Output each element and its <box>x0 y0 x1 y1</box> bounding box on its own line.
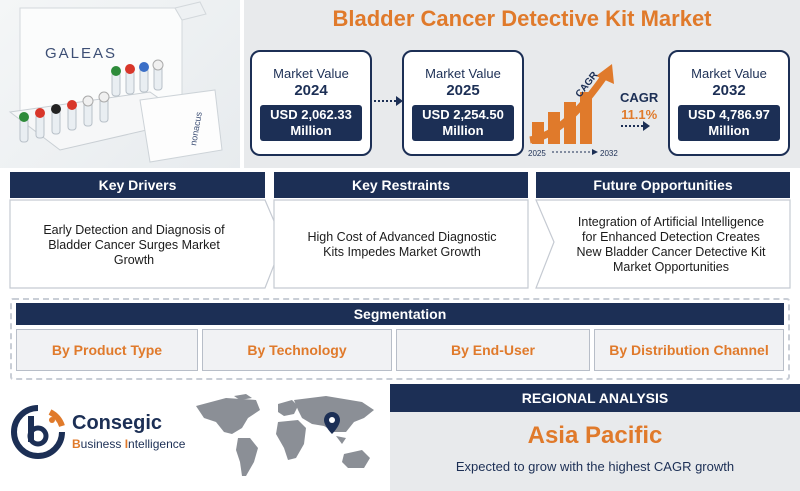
timeline-arrow-icon <box>592 149 598 155</box>
market-value-year: 2025 <box>446 82 480 99</box>
world-map-icon <box>196 394 374 476</box>
growth-arrow-icon <box>529 72 609 144</box>
cagr-value: 11.1% <box>621 107 658 122</box>
key-drivers-heading: Key Drivers <box>10 172 265 198</box>
segmentation-heading: Segmentation <box>16 303 784 325</box>
arrow-tip-icon <box>596 64 614 84</box>
restraints-box-outline <box>273 199 529 289</box>
cagr-readout: CAGR 11.1% <box>620 90 658 122</box>
market-value-label: Market Value <box>273 66 349 81</box>
key-restraints-text: High Cost of Advanced Diagnostic Kits Im… <box>307 230 497 259</box>
market-value-amount: USD 4,786.97 Million <box>678 105 780 141</box>
segment-product-type[interactable]: By Product Type <box>16 329 198 371</box>
key-drivers-text: Early Detection and Diagnosis of Bladder… <box>43 222 225 267</box>
market-value-year: 2024 <box>294 82 328 99</box>
segment-technology[interactable]: By Technology <box>202 329 392 371</box>
regional-analysis-heading: REGIONAL ANALYSIS <box>390 384 800 412</box>
product-kit-illustration: GALEAS nonacus <box>8 1 223 163</box>
cagr-label: CAGR <box>620 90 659 105</box>
consegic-logo-text: Consegic Business Intelligence <box>72 412 185 451</box>
market-value-card-2032: Market Value 2032 USD 4,786.97 Million <box>668 50 790 156</box>
market-value-card-2025: Market Value 2025 USD 2,254.50 Million <box>402 50 524 156</box>
future-opportunities-text: Integration of Artificial Intelligence f… <box>576 215 766 274</box>
segmentation-frame <box>10 298 790 380</box>
market-value-label: Market Value <box>425 66 501 81</box>
market-value-amount: USD 2,254.50 Million <box>412 105 514 141</box>
cagr-start-year: 2025 <box>528 149 546 158</box>
segment-end-user[interactable]: By End-User <box>396 329 590 371</box>
logo-tagline: Business Intelligence <box>72 437 186 451</box>
kit-brand-text: GALEAS <box>45 45 117 62</box>
future-opportunities-heading: Future Opportunities <box>536 172 790 198</box>
market-value-card-2024: Market Value 2024 USD 2,062.33 Million <box>250 50 372 156</box>
market-value-label: Market Value <box>691 66 767 81</box>
consegic-logo-icon <box>11 405 65 459</box>
section-borders <box>9 199 791 289</box>
dotted-arrow-line <box>374 100 404 102</box>
page-title: Bladder Cancer Detective Kit Market <box>332 6 712 31</box>
location-pin-icon <box>324 412 340 434</box>
dotted-arrow-line <box>621 125 643 127</box>
arrow-head-icon <box>643 121 650 131</box>
region-name: Asia Pacific <box>527 422 663 449</box>
cagr-growth-graphic: CAGR 2025 2032 <box>528 64 618 158</box>
key-restraints-heading: Key Restraints <box>274 172 528 198</box>
regional-analysis-panel <box>390 412 800 491</box>
product-kit-image: GALEAS nonacus <box>0 0 240 168</box>
opportunities-box-outline <box>535 199 791 289</box>
cagr-end-year: 2032 <box>600 149 618 158</box>
arrow-head-icon <box>396 96 403 106</box>
region-description: Expected to grow with the highest CAGR g… <box>455 459 735 474</box>
segment-distribution-channel[interactable]: By Distribution Channel <box>594 329 784 371</box>
market-value-year: 2032 <box>712 82 746 99</box>
logo-name: Consegic <box>72 412 163 434</box>
market-value-amount: USD 2,062.33 Million <box>260 105 362 141</box>
